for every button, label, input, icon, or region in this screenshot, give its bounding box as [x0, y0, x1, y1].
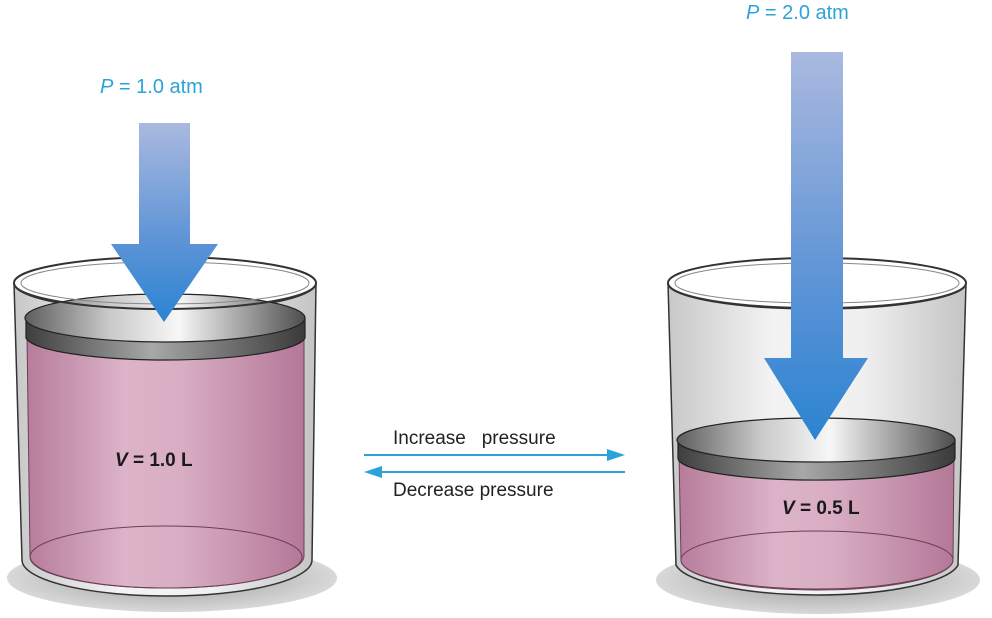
decrease-pressure-label: Decrease pressure	[393, 480, 554, 501]
double-arrow-icon	[364, 449, 625, 478]
right-cylinder	[656, 52, 980, 614]
right-bottom-ellipse	[680, 530, 954, 590]
right-volume-var: V	[782, 498, 795, 519]
right-pressure-value: = 2.0 atm	[759, 2, 849, 24]
right-pressure-var: P	[746, 2, 760, 24]
left-volume-label: V = 1.0 L	[115, 450, 193, 472]
left-pressure-label: P = 1.0 atm	[100, 76, 203, 99]
left-volume-var: V	[115, 450, 128, 471]
left-cylinder	[7, 123, 337, 612]
left-down-arrow-icon	[111, 123, 218, 322]
right-volume-value: = 0.5 L	[794, 498, 860, 519]
left-volume-value: = 1.0 L	[127, 450, 193, 471]
left-pressure-var: P	[100, 76, 114, 98]
right-down-arrow-icon	[764, 52, 868, 440]
increase-pressure-label: Increase pressure	[393, 428, 556, 449]
left-pressure-value: = 1.0 atm	[113, 76, 203, 98]
right-pressure-label: P = 2.0 atm	[746, 2, 849, 25]
right-volume-label: V = 0.5 L	[782, 498, 860, 520]
left-bottom-ellipse	[29, 525, 303, 589]
